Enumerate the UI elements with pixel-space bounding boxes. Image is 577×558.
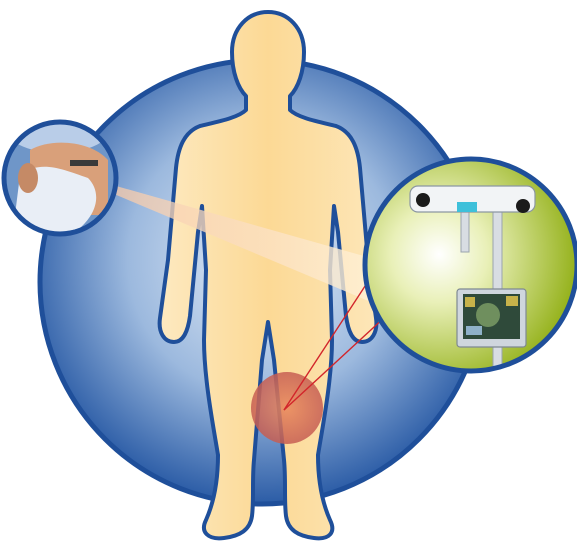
surgeon-view-icon <box>0 97 120 240</box>
